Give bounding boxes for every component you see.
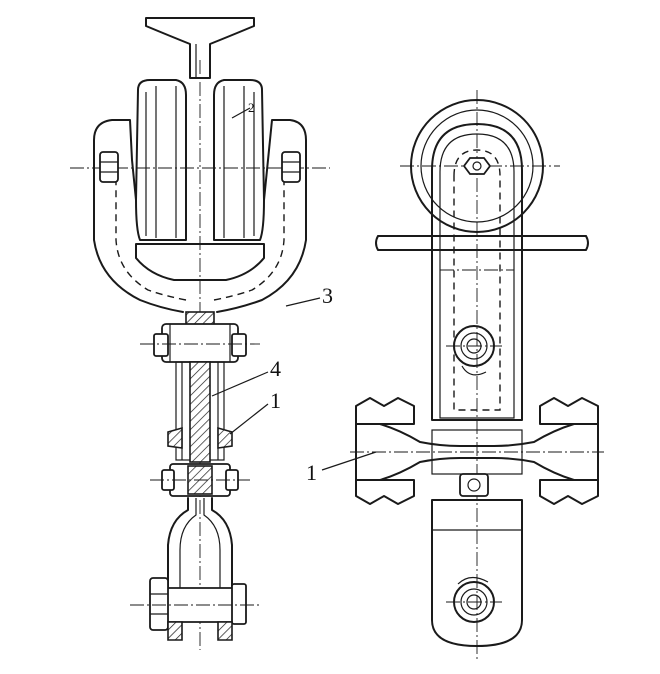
collar-left (167, 426, 183, 449)
insulator-body (355, 423, 599, 481)
side-link-plate (431, 123, 523, 421)
middle-bolt (150, 463, 250, 497)
mid-lock-nut (446, 325, 502, 376)
yoke-bolt-left (99, 151, 119, 183)
top-rail (145, 17, 255, 79)
clamp-bracket-left (355, 397, 415, 505)
collar-right (217, 426, 233, 449)
callout-1-left: 1 (270, 388, 281, 413)
lower-clevis (167, 497, 233, 591)
callout-1-right: 1 (306, 460, 317, 485)
carrier-plate (135, 243, 265, 281)
top-nut (462, 157, 492, 175)
callout-2: 2 (248, 100, 255, 115)
front-section-view: 2 3 4 1 (70, 17, 333, 650)
pulley-outer (410, 99, 544, 233)
yoke-outer (93, 119, 307, 313)
bottom-bolt (130, 577, 260, 631)
callout-4: 4 (270, 356, 281, 381)
left-wheel (135, 79, 187, 241)
callout-3: 3 (322, 283, 333, 308)
right-wheel (213, 79, 265, 241)
bottom-lug (167, 621, 233, 641)
upper-clevis (140, 311, 260, 363)
side-rail-bar (375, 235, 589, 251)
pulley-inner (420, 109, 534, 223)
yoke-bolt-right (281, 151, 301, 183)
yoke-inner-dashed (115, 164, 285, 301)
side-lower-link (431, 499, 523, 647)
lower-small-nut (459, 473, 489, 497)
bottom-lock-nut (446, 576, 502, 623)
clamp-bracket-right (539, 397, 599, 505)
side-view: 1 (306, 90, 604, 660)
link-rod (175, 361, 225, 463)
